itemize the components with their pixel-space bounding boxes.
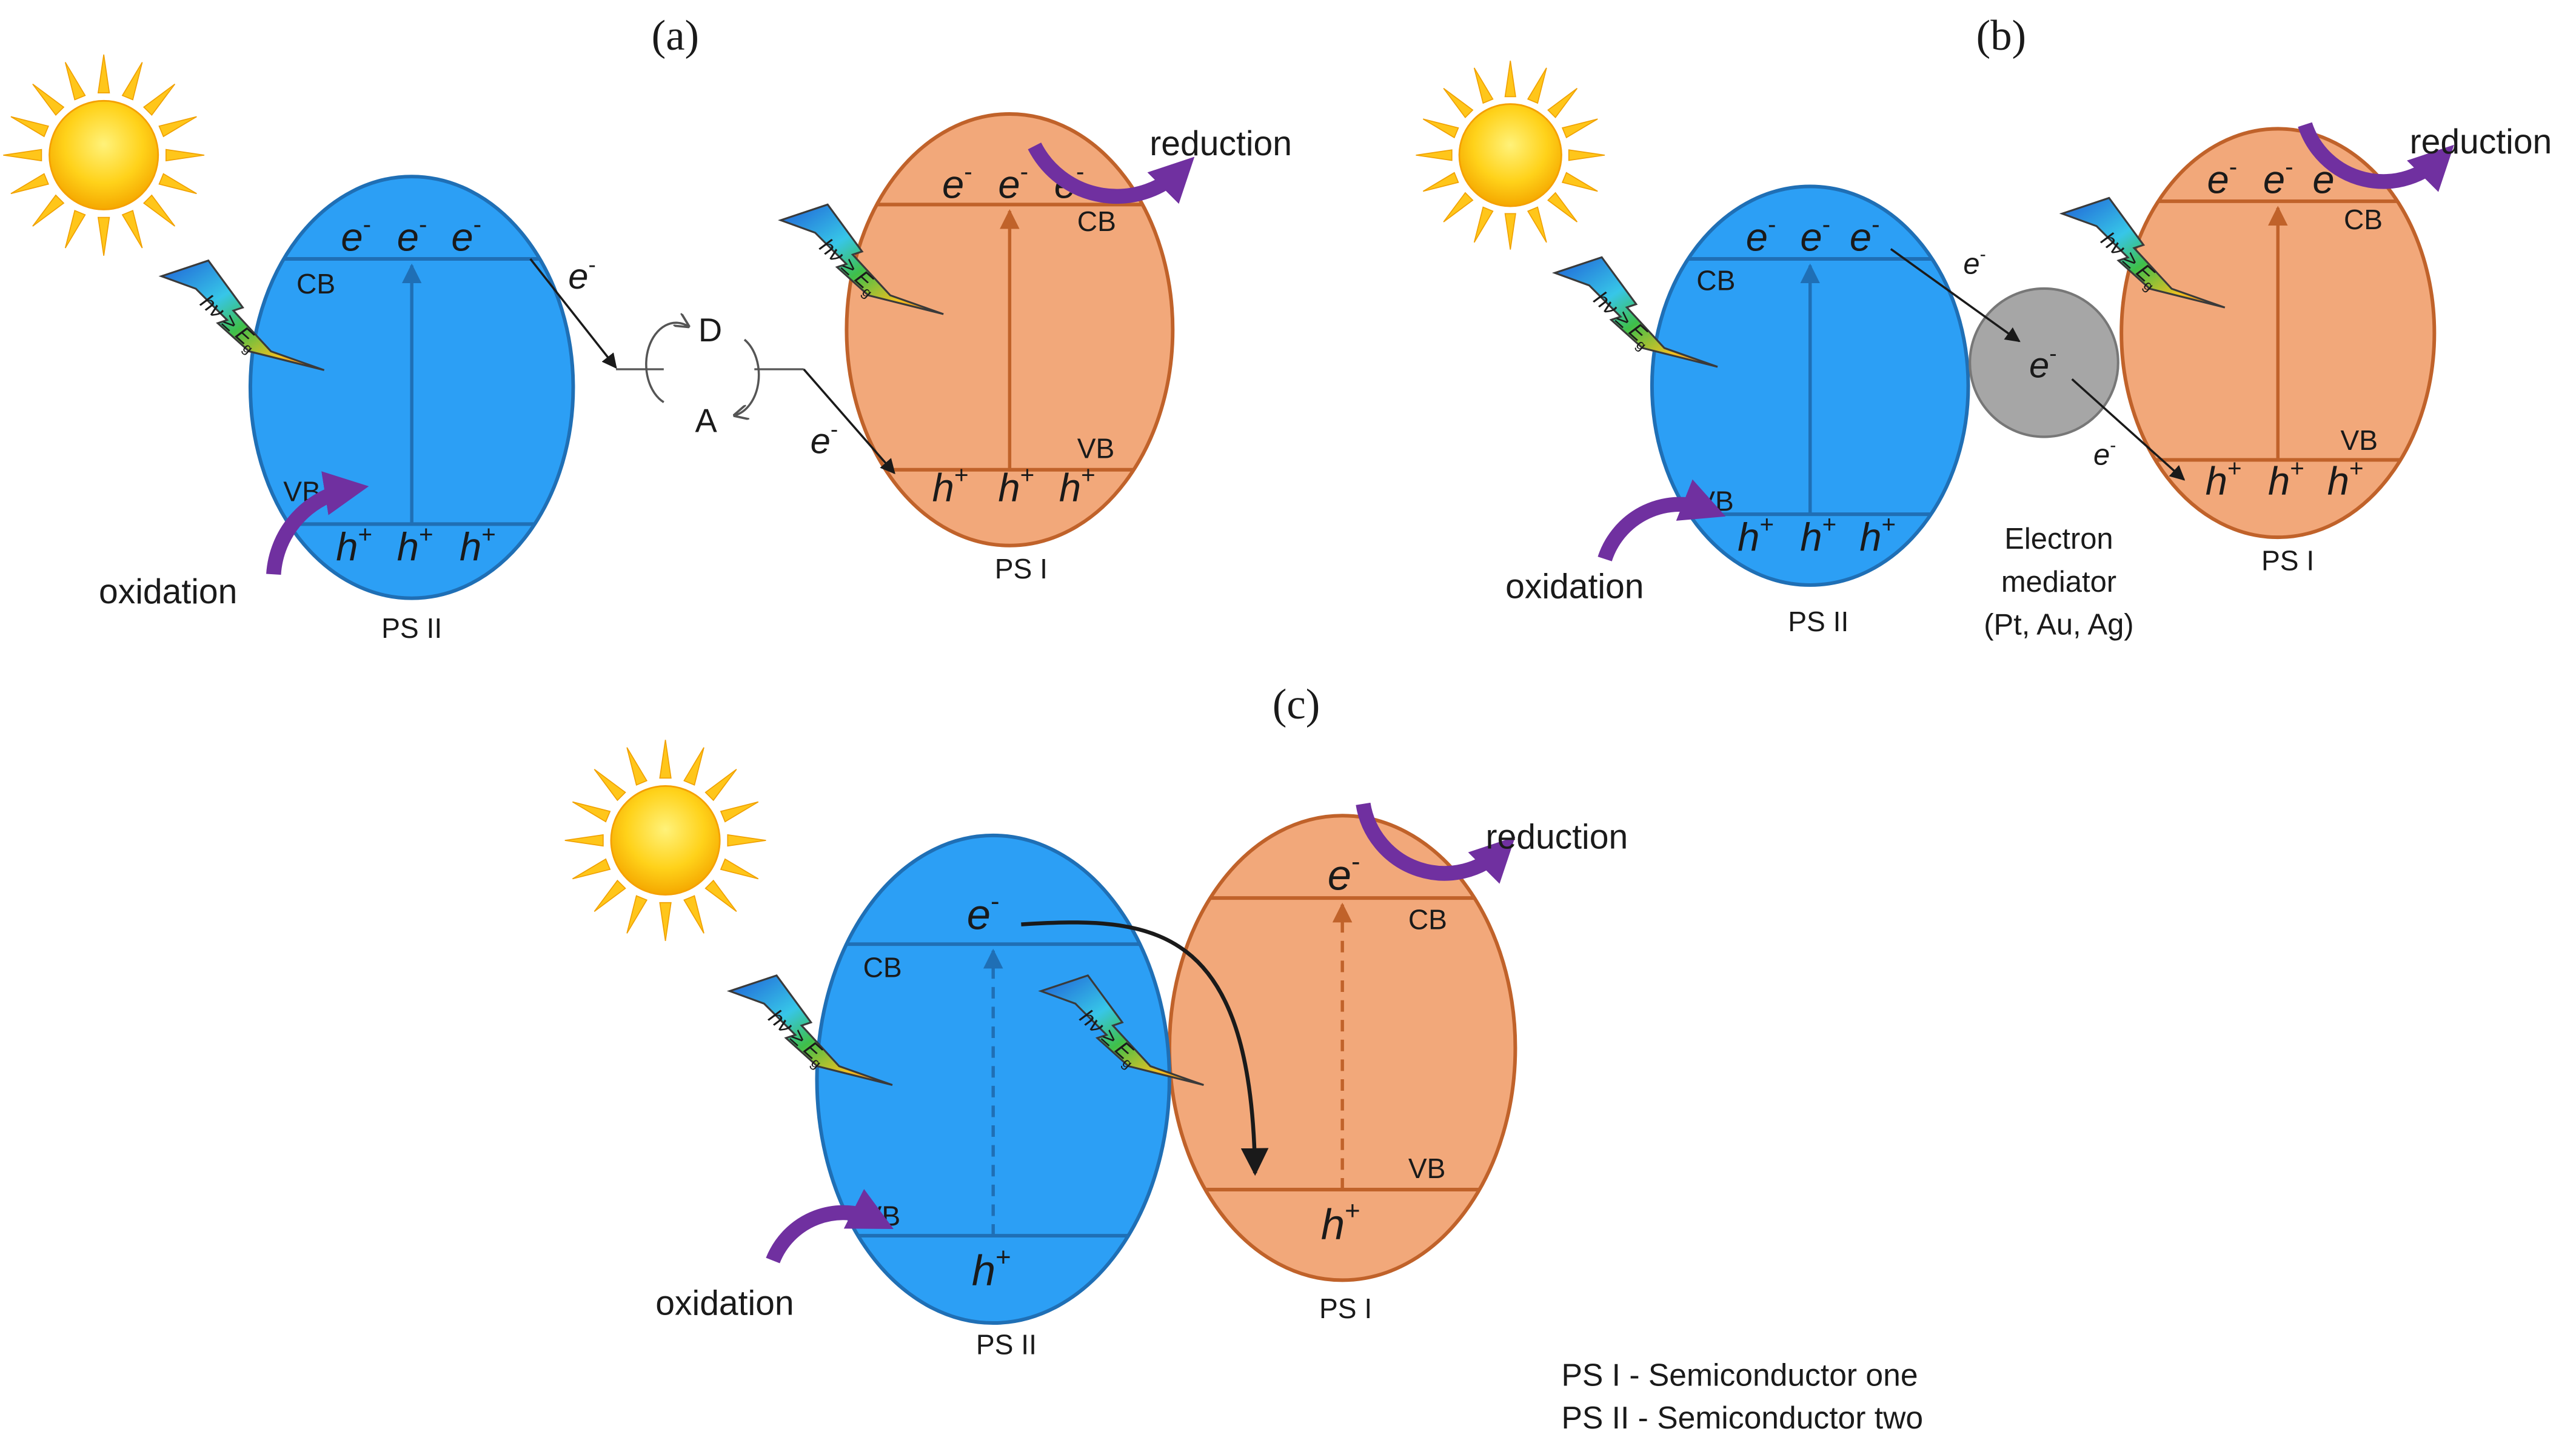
electron-label: e- [341, 210, 371, 259]
electron-transfer-arrow [529, 258, 617, 369]
oxidation-label: oxidation [99, 572, 237, 611]
electron-label: e- [1746, 210, 1776, 259]
electron-label: e- [967, 886, 1000, 939]
ps1-label: PS I [1319, 1293, 1372, 1324]
electron-label: e- [2029, 341, 2057, 386]
sun-icon [3, 54, 205, 256]
cb-label: CB [1696, 265, 1735, 296]
electron-transfer-arrow [1890, 248, 2021, 343]
oxidation-arrow [266, 471, 369, 575]
electron-transfer-arrow [803, 368, 895, 475]
reduction-label: reduction [1149, 124, 1292, 163]
donor-arrow [645, 323, 689, 403]
electron-label: e- [397, 210, 427, 259]
sun-icon [564, 740, 766, 942]
hole-label: h+ [2268, 454, 2304, 503]
legend-line-2: PS II - Semiconductor two [1561, 1400, 1923, 1435]
hole-label: h+ [1800, 511, 1836, 559]
acceptor-label: A [695, 402, 717, 439]
hole-label: h+ [1059, 461, 1096, 509]
electron-label: e- [1328, 847, 1360, 899]
panel-b-tag: (b) [1976, 12, 2026, 59]
z-scheme-transfer-arrow [1021, 920, 1269, 1176]
electron-label: e- [2263, 153, 2293, 201]
oxidation-label: oxidation [655, 1284, 794, 1322]
ps1-semiconductor [2119, 127, 2437, 540]
cb-label: CB [1077, 206, 1116, 237]
ps2-label: PS II [976, 1329, 1037, 1361]
hole-label: h+ [2327, 454, 2364, 503]
hole-label: h+ [1859, 511, 1896, 559]
oxidation-label: oxidation [1505, 568, 1644, 606]
hole-label: h+ [460, 520, 496, 569]
hole-label: h+ [932, 461, 969, 509]
electron-label: e- [1963, 244, 1986, 280]
hole-label: h+ [336, 520, 372, 569]
reduction-arrow [1356, 802, 1516, 884]
electron-label: e- [2093, 436, 2116, 472]
ps1-semiconductor [845, 112, 1175, 548]
mediator-label-line3: (Pt, Au, Ag) [1984, 608, 2133, 641]
hole-label: h+ [2206, 454, 2242, 503]
reduction-arrow [2298, 122, 2454, 192]
reduction-label: reduction [2410, 122, 2552, 161]
oxidation-arrow [1597, 479, 1726, 561]
electron-label: e- [451, 210, 481, 259]
hole-label: h+ [1738, 511, 1774, 559]
ps2-semiconductor [1650, 184, 1970, 587]
hole-label: h+ [1321, 1196, 1360, 1248]
electron-label: e- [1850, 210, 1880, 259]
donor-label: D [698, 312, 722, 349]
ps1-label: PS I [995, 553, 1048, 584]
hole-label: h+ [998, 461, 1034, 509]
electron-label: e- [811, 417, 838, 461]
cb-label: CB [296, 268, 335, 300]
ps1-label: PS I [2261, 544, 2314, 576]
sun-icon [1416, 60, 1605, 250]
electron-label: e- [1800, 210, 1830, 259]
electron-label: e- [2207, 153, 2237, 201]
cb-label: CB [2344, 204, 2383, 235]
vb-label: VB [2341, 424, 2378, 456]
vb-label: VB [1408, 1153, 1446, 1184]
panel-a-tag: (a) [652, 12, 699, 59]
acceptor-arrow [735, 338, 760, 415]
ps2-label: PS II [1788, 606, 1848, 637]
electron-mediator [1969, 287, 2119, 438]
vb-label: VB [1077, 433, 1115, 464]
legend-line-1: PS I - Semiconductor one [1561, 1357, 1918, 1392]
ps2-semiconductor [815, 833, 1171, 1325]
electron-label: e- [942, 158, 972, 206]
hole-label: h+ [397, 520, 433, 569]
mediator-label-line1: Electron [2004, 523, 2113, 555]
oxidation-arrow [766, 1189, 894, 1264]
cb-label: CB [1408, 904, 1447, 936]
panel-c-tag: (c) [1273, 681, 1320, 728]
legend: PS I - Semiconductor one PS II - Semicond… [1561, 1357, 1923, 1435]
electron-transfer-arrow [2071, 378, 2186, 481]
reduction-arrow [1028, 142, 1195, 204]
electron-label: e- [998, 158, 1028, 206]
mediator-label-line2: mediator [2001, 566, 2116, 598]
cb-label: CB [863, 952, 902, 983]
hole-label: h+ [972, 1242, 1011, 1294]
reduction-label: reduction [1486, 818, 1628, 857]
ps2-label: PS II [381, 612, 442, 644]
electron-label: e- [568, 252, 596, 296]
